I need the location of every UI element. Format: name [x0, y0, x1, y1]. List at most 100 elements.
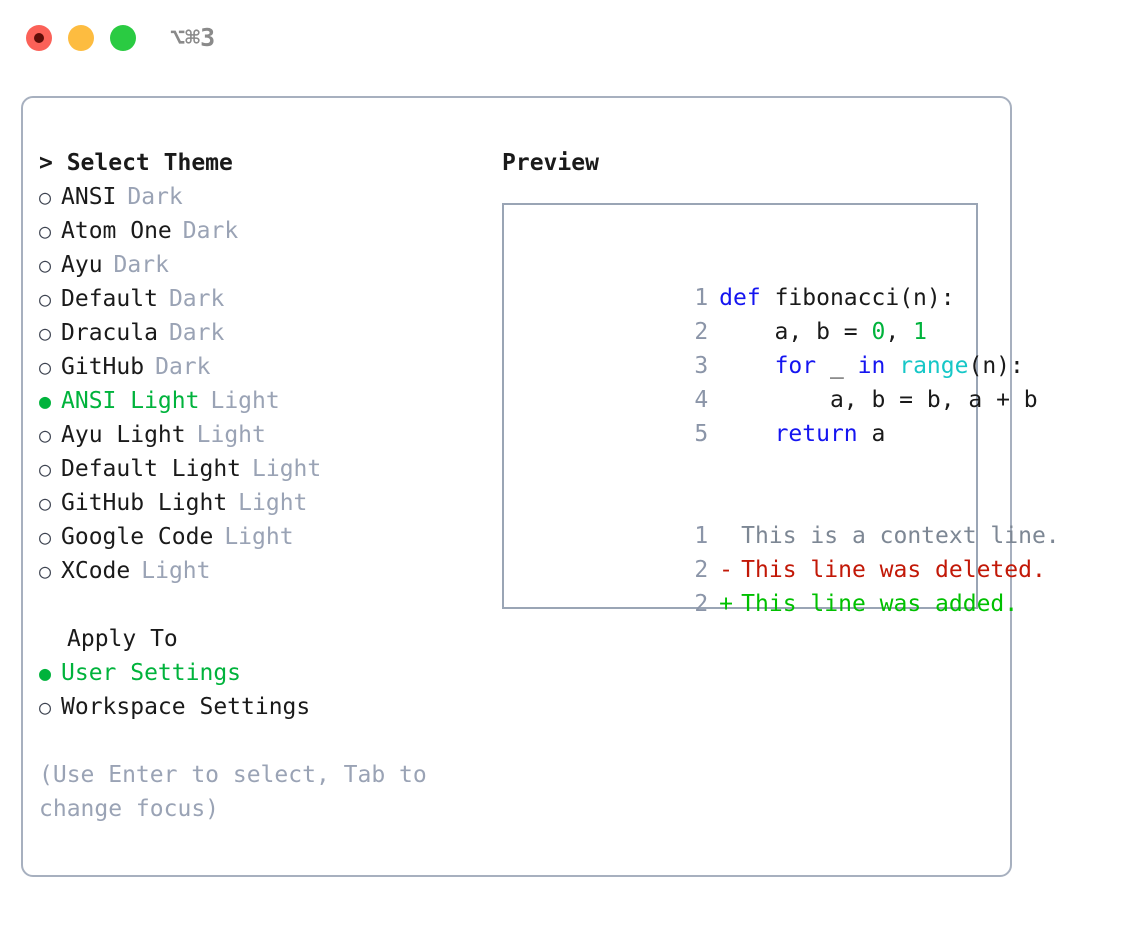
code-line: 4 a, b = b, a + b — [520, 349, 1037, 413]
theme-option-github-light[interactable]: ○ GitHub Light Light — [39, 486, 469, 520]
line-number: 1 — [694, 285, 709, 311]
theme-variant: Dark — [113, 252, 169, 278]
diff-marker: - — [719, 557, 734, 583]
code-token: def — [719, 285, 761, 311]
line-number: 3 — [694, 353, 709, 379]
theme-name: ANSI — [61, 184, 117, 210]
line-number: 4 — [694, 387, 709, 413]
theme-name: XCode — [61, 558, 131, 584]
theme-variant: Light — [196, 422, 266, 448]
line-number: 1 — [694, 523, 709, 549]
diff-marker: + — [719, 591, 734, 617]
close-button[interactable] — [26, 25, 52, 51]
line-number: 2 — [694, 557, 709, 583]
diff-marker — [719, 519, 730, 553]
radio-icon: ○ — [39, 287, 52, 311]
theme-name: ANSI Light — [61, 388, 200, 414]
preview-panel: Preview — [502, 146, 992, 180]
preview-title: Preview — [502, 150, 599, 176]
maximize-button[interactable] — [110, 25, 136, 51]
theme-name: GitHub Light — [61, 490, 228, 516]
radio-icon: ○ — [39, 185, 52, 209]
code-token: return — [774, 421, 858, 447]
theme-option-ansi-dark[interactable]: ○ ANSI Dark — [39, 180, 469, 214]
code-token: , — [885, 319, 914, 345]
apply-to-header: Apply To — [67, 626, 178, 652]
theme-name: Ayu — [61, 252, 103, 278]
theme-option-ayu-light[interactable]: ○ Ayu Light Light — [39, 418, 469, 452]
line-number: 5 — [694, 421, 709, 447]
line-number: 2 — [694, 319, 709, 345]
theme-variant: Light — [224, 524, 294, 550]
radio-icon: ○ — [39, 253, 52, 277]
radio-selected-icon: ● — [39, 389, 52, 413]
diff-line-deleted: 2-This line was deleted. — [520, 519, 1046, 583]
window-controls — [26, 25, 136, 51]
code-token — [719, 421, 774, 447]
code-token: in — [857, 353, 886, 379]
code-token: 0 — [871, 319, 886, 345]
code-line: 5 return a — [520, 383, 968, 447]
radio-selected-icon: ● — [39, 661, 52, 685]
theme-name: Default Light — [61, 456, 242, 482]
theme-option-dracula-dark[interactable]: ○ Dracula Dark — [39, 316, 469, 350]
code-token: fibonacci(n): — [760, 285, 955, 311]
apply-to-list: ●User Settings ○Workspace Settings — [39, 656, 469, 724]
apply-to-option-user-settings[interactable]: ●User Settings — [39, 656, 469, 690]
theme-name: Google Code — [61, 524, 214, 550]
theme-option-ayu-dark[interactable]: ○ Ayu Dark — [39, 248, 469, 282]
theme-option-ansi-light[interactable]: ● ANSI Light Light — [39, 384, 469, 418]
theme-variant: Light — [210, 388, 280, 414]
theme-variant: Dark — [168, 320, 225, 346]
theme-variant: Dark — [168, 286, 225, 312]
minimize-button[interactable] — [68, 25, 94, 51]
diff-line-context: 1 This is a context line. — [520, 485, 1059, 549]
theme-name: GitHub — [61, 354, 145, 380]
theme-name: Atom One — [61, 218, 172, 244]
line-number: 2 — [694, 591, 709, 617]
diff-text: This is a context line. — [741, 523, 1060, 549]
radio-icon: ○ — [39, 559, 52, 583]
code-token: 1 — [913, 319, 927, 345]
code-token: a — [857, 421, 886, 447]
theme-variant: Light — [238, 490, 308, 516]
keyboard-shortcut-label: ⌥⌘3 — [170, 23, 216, 52]
apply-to-label: Workspace Settings — [61, 694, 311, 720]
radio-icon: ○ — [39, 491, 52, 515]
apply-to-option-workspace-settings[interactable]: ○Workspace Settings — [39, 690, 469, 724]
theme-variant: Dark — [182, 218, 239, 244]
theme-name: Ayu Light — [61, 422, 186, 448]
theme-name: Dracula — [61, 320, 158, 346]
theme-variant: Dark — [127, 184, 183, 210]
code-token: a, b = — [719, 319, 872, 345]
theme-variant: Light — [141, 558, 211, 584]
theme-option-xcode[interactable]: ○ XCode Light — [39, 554, 469, 588]
diff-text: This line was added. — [741, 591, 1019, 617]
code-token: range — [899, 353, 969, 379]
keyboard-hint-text: (Use Enter to select, Tab to change focu… — [39, 762, 427, 822]
code-line: 1 def fibonacci(n): — [520, 247, 968, 311]
code-line: 2 a, b = 0, 1 — [520, 281, 968, 345]
diff-line-added: 2 + This line was added. — [520, 553, 1018, 617]
theme-picker-title: > Select Theme — [39, 150, 233, 176]
theme-option-google-code[interactable]: ○ Google Code Light — [39, 520, 469, 554]
radio-icon: ○ — [39, 321, 52, 345]
theme-option-atom-one-dark[interactable]: ○ Atom One Dark — [39, 214, 469, 248]
title-bar: ⌥⌘3 — [0, 0, 1140, 78]
radio-icon: ○ — [39, 525, 52, 549]
theme-variant: Light — [252, 456, 322, 482]
diff-text: This line was deleted. — [741, 557, 1046, 583]
radio-icon: ○ — [39, 423, 52, 447]
code-token: _ — [816, 353, 858, 379]
radio-icon: ○ — [39, 219, 52, 243]
radio-icon: ○ — [39, 355, 52, 379]
